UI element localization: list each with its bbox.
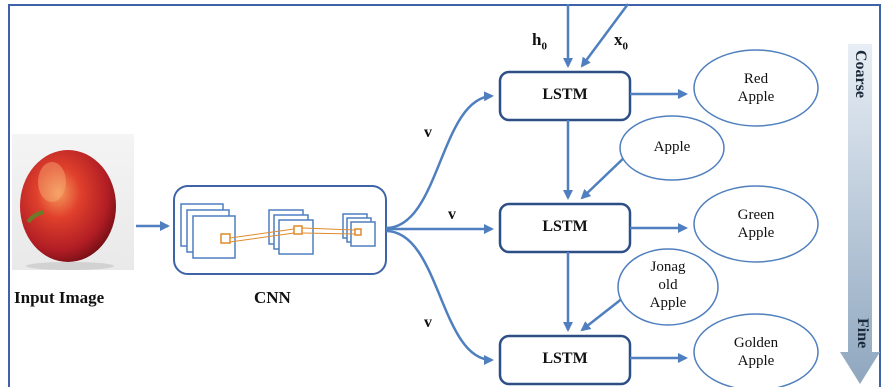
- arrow-cnn-to-lstm1: [385, 91, 494, 230]
- lstm-label-3: LSTM: [542, 350, 588, 367]
- output-bubble-3: [693, 313, 819, 387]
- cnn-caption: CNN: [254, 288, 291, 307]
- output-bubble-1: [693, 49, 819, 127]
- scale-fine-label: Fine: [854, 318, 871, 349]
- v-label-1: v: [424, 124, 432, 141]
- feedback-bubble-1: [619, 115, 725, 181]
- feedback-label-1: Apple: [653, 139, 691, 155]
- input-image-caption: Input Image: [14, 288, 105, 307]
- cnn-feature-maps: [180, 203, 376, 259]
- arrow-cnn-to-lstm3: [385, 229, 494, 365]
- arrow-x0: [580, 3, 630, 68]
- lstm-box-1: [498, 70, 632, 122]
- output-bubble-2: [693, 185, 819, 263]
- input-image: [12, 134, 134, 270]
- v-label-2: v: [448, 206, 456, 223]
- arrow-feedback-1: [580, 153, 629, 200]
- lstm-label-1: LSTM: [542, 86, 588, 103]
- scale-coarse-label: Coarse: [852, 50, 869, 98]
- coarse-to-fine-arrow: [840, 44, 880, 384]
- lstm-label-2: LSTM: [542, 218, 588, 235]
- lstm-box-3: [498, 334, 632, 386]
- x0-label: x0: [614, 30, 628, 53]
- feedback-bubble-2: [617, 248, 719, 326]
- h0-label: h0: [532, 30, 547, 53]
- v-label-3: v: [424, 314, 432, 331]
- diagram-frame: [8, 4, 881, 387]
